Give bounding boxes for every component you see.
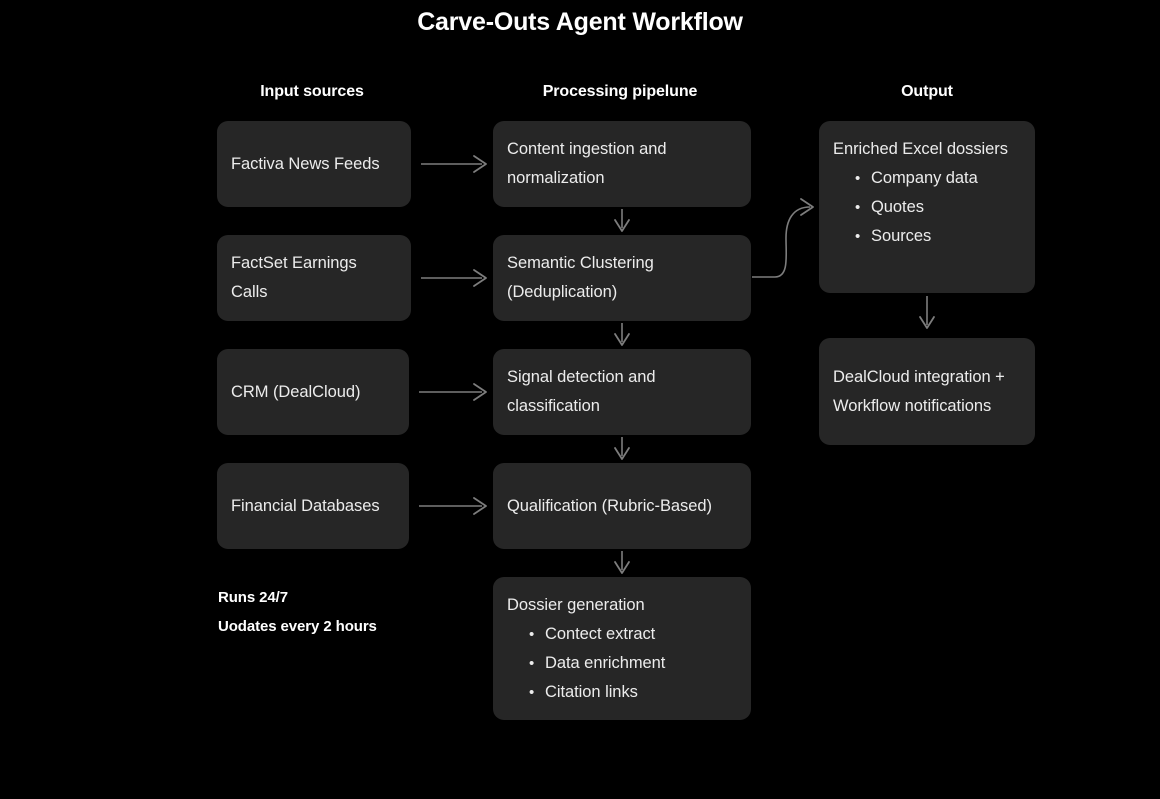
column-header-output: Output [901,83,953,100]
arrow-findb-to-qualify [419,497,487,515]
node-label: Financial Databases [231,496,380,515]
list-item: Quotes [855,193,1021,222]
arrow-factiva-to-ingest [421,155,487,173]
node-label: Signal detection and classification [507,368,656,415]
node-bullet-list: Contect extract Data enrichment Citation… [507,620,737,707]
footnote: Runs 24/7 Uodates every 2 hours [218,583,377,641]
node-label: Semantic Clustering (Deduplication) [507,254,654,301]
node-label: DealCloud integration + Workflow notific… [833,367,1005,415]
node-label: Enriched Excel dossiers [833,140,1008,158]
node-label: Qualification (Rubric-Based) [507,496,712,515]
list-item: Sources [855,222,1021,251]
node-content-ingestion-and-normalization[interactable]: Content ingestion and normalization [493,121,751,207]
arrow-crm-to-signal [419,383,487,401]
node-factiva-news-feeds[interactable]: Factiva News Feeds [217,121,411,207]
node-signal-detection-and-classification[interactable]: Signal detection and classification [493,349,751,435]
node-factset-earnings-calls[interactable]: FactSet Earnings Calls [217,235,411,321]
node-dealcloud-integration-workflow-notifications[interactable]: DealCloud integration + Workflow notific… [819,338,1035,445]
footnote-line-runs: Runs 24/7 [218,589,288,606]
node-qualification-rubric-based[interactable]: Qualification (Rubric-Based) [493,463,751,549]
node-label: CRM (DealCloud) [231,382,361,401]
node-label: Content ingestion and normalization [507,140,667,187]
list-item: Data enrichment [529,649,737,678]
node-label: Dossier generation [507,596,645,614]
arrow-factset-to-cluster [421,269,487,287]
node-semantic-clustering-deduplication[interactable]: Semantic Clustering (Deduplication) [493,235,751,321]
footnote-line-updates: Uodates every 2 hours [218,618,377,635]
arrow-cluster-to-signal [614,323,630,346]
node-dossier-generation[interactable]: Dossier generation Contect extract Data … [493,577,751,720]
node-financial-databases[interactable]: Financial Databases [217,463,409,549]
node-label: FactSet Earnings Calls [231,254,357,301]
node-enriched-excel-dossiers[interactable]: Enriched Excel dossiers Company data Quo… [819,121,1035,293]
column-header-processing-pipeline: Processing pipelune [542,83,698,100]
arrow-enriched-to-dealcloud [919,296,935,329]
arrow-ingest-to-cluster [614,209,630,232]
column-header-input-sources: Input sources [260,83,364,100]
list-item: Contect extract [529,620,737,649]
arrow-qualify-to-dossier [614,551,630,574]
arrow-signal-to-qualify [614,437,630,460]
node-crm-dealcloud[interactable]: CRM (DealCloud) [217,349,409,435]
node-label: Factiva News Feeds [231,154,380,173]
page-title: Carve-Outs Agent Workflow [417,8,743,36]
list-item: Company data [855,164,1021,193]
node-bullet-list: Company data Quotes Sources [833,164,1021,251]
arrow-cluster-to-enriched [752,198,814,278]
list-item: Citation links [529,678,737,707]
